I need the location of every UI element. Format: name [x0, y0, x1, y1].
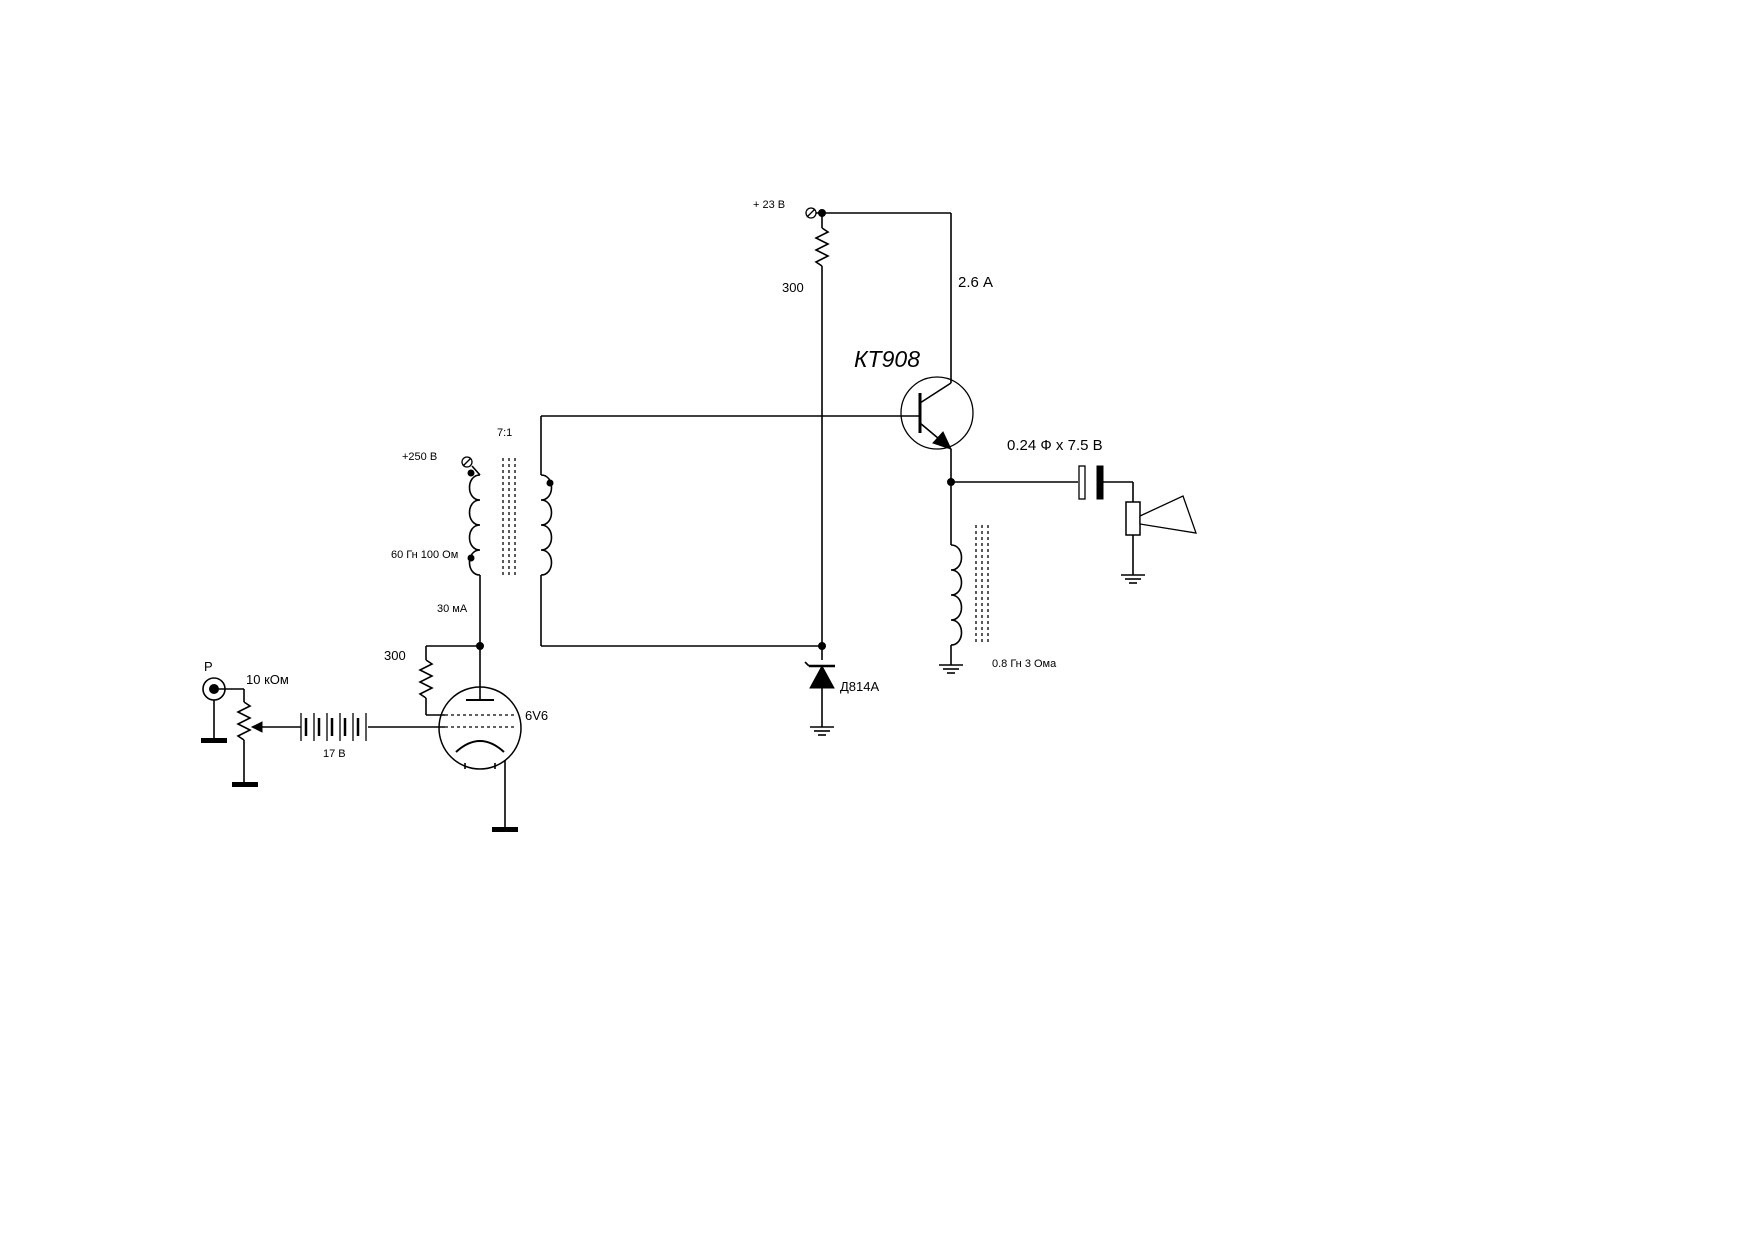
supply-23v-terminal [805, 207, 817, 219]
label-primary-spec: 60 Гн 100 Ом [391, 549, 458, 561]
resistor-300-screen [418, 659, 434, 699]
ground-jack-icon [201, 738, 227, 743]
inductor-emitter-choke [950, 525, 989, 646]
label-r300-top: 300 [782, 280, 804, 295]
label-zener: Д814А [840, 679, 879, 694]
ground-zener-icon [810, 726, 834, 736]
transformer-secondary [540, 474, 554, 576]
label-choke-spec: 0.8 Гн 3 Ома [992, 658, 1057, 670]
label-tube: 6V6 [525, 708, 548, 723]
battery-17v [300, 713, 367, 741]
ground-speaker-icon [1121, 574, 1145, 584]
supply-250v-terminal [461, 456, 473, 468]
ground-choke-icon [939, 664, 963, 674]
label-plate-current: 30 мА [437, 603, 468, 615]
label-ratio: 7:1 [497, 427, 512, 439]
junction-zener [818, 642, 826, 650]
label-supply-23v: + 23 В [753, 199, 785, 211]
transistor-kt908 [900, 376, 974, 450]
wire-250v [471, 465, 481, 476]
loudspeaker-icon [1125, 495, 1197, 536]
potentiometer-10k [236, 701, 263, 741]
label-collector-current: 2.6 А [958, 274, 993, 291]
capacitor-output [1078, 465, 1104, 500]
label-supply-250v: +250 В [402, 451, 437, 463]
transformer-core [502, 458, 516, 575]
ground-cathode-icon [492, 827, 518, 832]
label-transistor: КТ908 [854, 346, 920, 372]
zener-diode-d814a [804, 661, 835, 689]
transformer-primary [467, 469, 481, 576]
label-jack: P [204, 659, 213, 674]
ground-pot-icon [232, 782, 258, 787]
label-r300-screen: 300 [384, 648, 406, 663]
label-battery: 17 В [323, 748, 346, 760]
label-pot: 10 кОм [246, 672, 289, 687]
tube-6v6 [438, 686, 522, 770]
resistor-300-top [814, 227, 830, 267]
label-capacitor: 0.24 Ф х 7.5 В [1007, 437, 1103, 454]
